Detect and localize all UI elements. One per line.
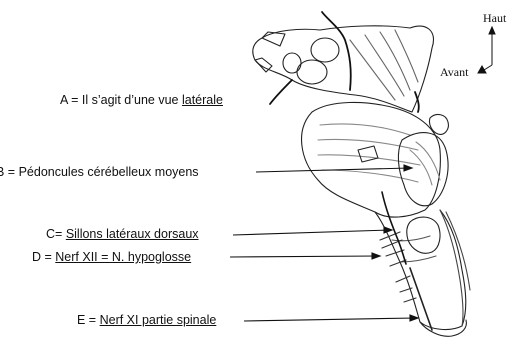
orientation-up-label: Haut (483, 12, 506, 24)
leader-line-E (244, 318, 416, 321)
leader-line-C (233, 230, 390, 235)
annotation-D-prefix: D = (32, 250, 55, 264)
orientation-front-label: Avant (440, 66, 468, 78)
annotation-D: D = Nerf XII = N. hypoglosse (32, 251, 191, 264)
leader-line-B (256, 168, 410, 172)
olive (407, 217, 440, 253)
upper-structure (253, 26, 434, 112)
annotation-E-highlight: Nerf XI partie spinale (100, 313, 217, 327)
front-arrow-line (484, 65, 492, 70)
annotation-C-prefix: C= (46, 227, 66, 241)
annotation-A-highlight: latérale (182, 93, 223, 107)
optic-tract (262, 32, 285, 46)
annotation-C-highlight: Sillons latéraux dorsaux (66, 227, 199, 241)
vessel-upper (322, 12, 351, 90)
annotation-E: E = Nerf XI partie spinale (77, 314, 216, 327)
medulla (375, 210, 466, 329)
vessel-left (270, 80, 292, 104)
geniculate-body-upper (311, 38, 339, 62)
trigeminal-nerve-stub (358, 146, 378, 162)
annotation-C: C= Sillons latéraux dorsaux (46, 228, 199, 241)
annotation-B-text: B = Pédoncules cérébelleux moyens (0, 165, 199, 179)
annotation-B: B = Pédoncules cérébelleux moyens (0, 166, 199, 179)
annotation-A-prefix: A = Il s’agit d’une vue (60, 93, 182, 107)
leader-line-D (230, 256, 378, 257)
annotation-A: A = Il s’agit d’une vue latérale (60, 94, 223, 107)
annotation-D-highlight: Nerf XII = N. hypoglosse (55, 250, 191, 264)
up-arrow-head (489, 27, 495, 34)
annotation-E-prefix: E = (77, 313, 100, 327)
